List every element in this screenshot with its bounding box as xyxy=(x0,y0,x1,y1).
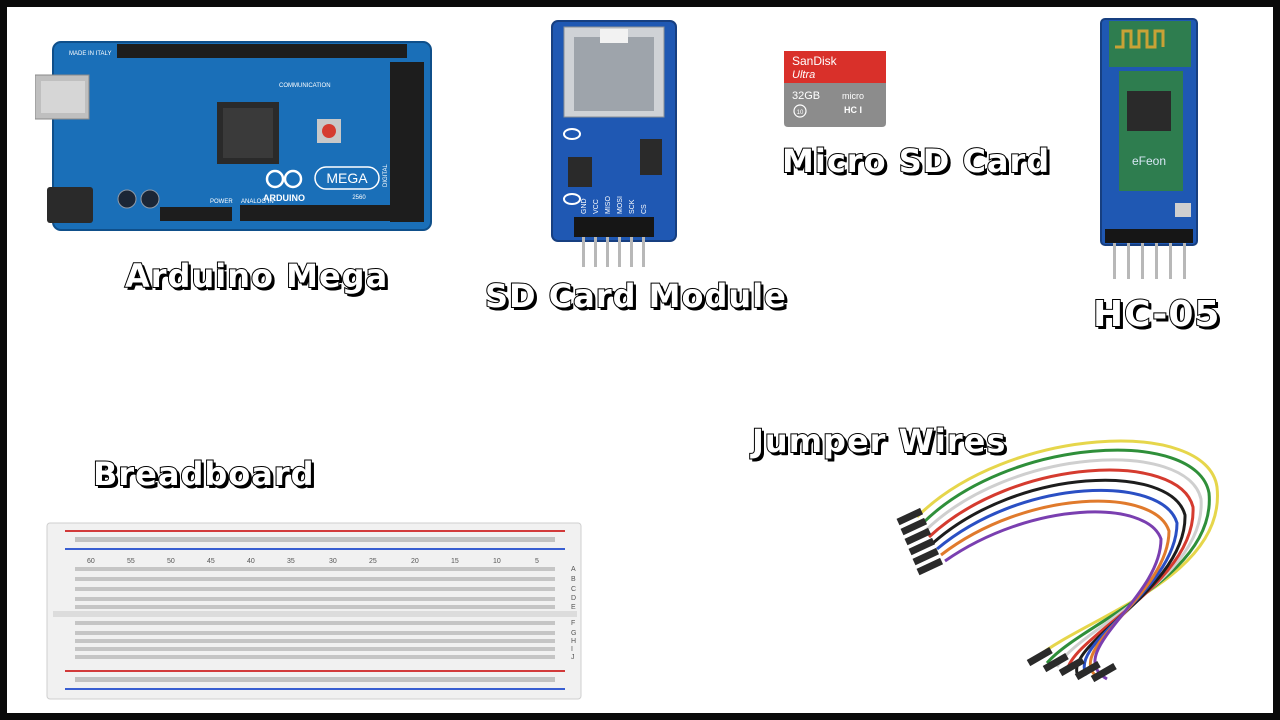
jumper-wires-bundle xyxy=(887,417,1247,687)
breadboard-col-20: 20 xyxy=(411,558,419,565)
breadboard-col-60: 60 xyxy=(87,558,95,565)
breadboard-col-15: 15 xyxy=(451,558,459,565)
arduino-number-text: 2560 xyxy=(352,195,366,201)
breadboard-row-i: I xyxy=(571,646,573,653)
breadboard-row-f: F xyxy=(571,620,575,627)
jumper-wires-caption: Jumper Wires xyxy=(751,421,1007,461)
sd-pin-vcc: VCC xyxy=(593,199,600,214)
breadboard-col-10: 10 xyxy=(493,558,501,565)
breadboard-row-d: D xyxy=(571,595,576,602)
hc05-bluetooth-module: eFeon xyxy=(1097,17,1207,285)
arduino-analog-in-text: ANALOG IN xyxy=(241,199,274,205)
sd-pin-gnd: GND xyxy=(581,198,588,214)
arduino-brand-text: ARDUINO xyxy=(263,193,305,203)
arduino-mega-caption: Arduino Mega xyxy=(124,256,389,296)
sd-card-module-board: GND VCC MISO MOSI SCK CS xyxy=(550,19,680,269)
breadboard-col-50: 50 xyxy=(167,558,175,565)
micro-sd-card-caption: Micro SD Card xyxy=(781,141,1051,181)
micro-sd-micro-text: micro xyxy=(842,91,864,101)
micro-sd-card: SanDisk Ultra 32GB micro HC I 10 xyxy=(782,49,892,129)
breadboard-caption: Breadboard xyxy=(92,454,315,494)
breadboard-row-h: H xyxy=(571,638,576,645)
hc05-caption: HC-05 xyxy=(1092,293,1221,336)
sd-pin-sck: SCK xyxy=(629,199,636,214)
breadboard-col-35: 35 xyxy=(287,558,295,565)
breadboard-col-45: 45 xyxy=(207,558,215,565)
breadboard-row-a: A xyxy=(571,566,576,573)
micro-sd-capacity-text: 32GB xyxy=(792,90,820,102)
sd-pin-miso: MISO xyxy=(605,196,612,214)
arduino-power-text: POWER xyxy=(210,199,233,205)
arduino-digital-text: DIGITAL xyxy=(383,163,389,187)
breadboard-col-5: 5 xyxy=(535,558,539,565)
arduino-mega-board: MEGA ARDUINO 2560 MADE IN ITALY COMMUNIC… xyxy=(35,37,435,233)
breadboard-row-b: B xyxy=(571,576,576,583)
breadboard-row-e: E xyxy=(571,604,576,611)
breadboard: 60 55 50 45 40 35 30 25 20 15 10 5 A B C… xyxy=(45,521,585,703)
breadboard-col-55: 55 xyxy=(127,558,135,565)
breadboard-col-30: 30 xyxy=(329,558,337,565)
breadboard-col-25: 25 xyxy=(369,558,377,565)
breadboard-row-c: C xyxy=(571,586,576,593)
sd-card-module-caption: SD Card Module xyxy=(484,276,787,316)
sd-pin-cs: CS xyxy=(641,204,648,214)
micro-sd-line-text: Ultra xyxy=(792,69,815,81)
micro-sd-class-text: 10 xyxy=(797,110,804,116)
breadboard-row-g: G xyxy=(571,630,576,637)
micro-sd-brand-text: SanDisk xyxy=(792,54,838,68)
breadboard-row-j: J xyxy=(571,654,575,661)
arduino-made-in-text: MADE IN ITALY xyxy=(69,51,111,57)
breadboard-col-40: 40 xyxy=(247,558,255,565)
sd-pin-mosi: MOSI xyxy=(617,196,624,214)
hc05-brand-text: eFeon xyxy=(1132,154,1166,168)
arduino-model-text: MEGA xyxy=(326,170,368,186)
micro-sd-hc-text: HC I xyxy=(844,105,862,115)
arduino-communication-text: COMMUNICATION xyxy=(279,83,331,89)
